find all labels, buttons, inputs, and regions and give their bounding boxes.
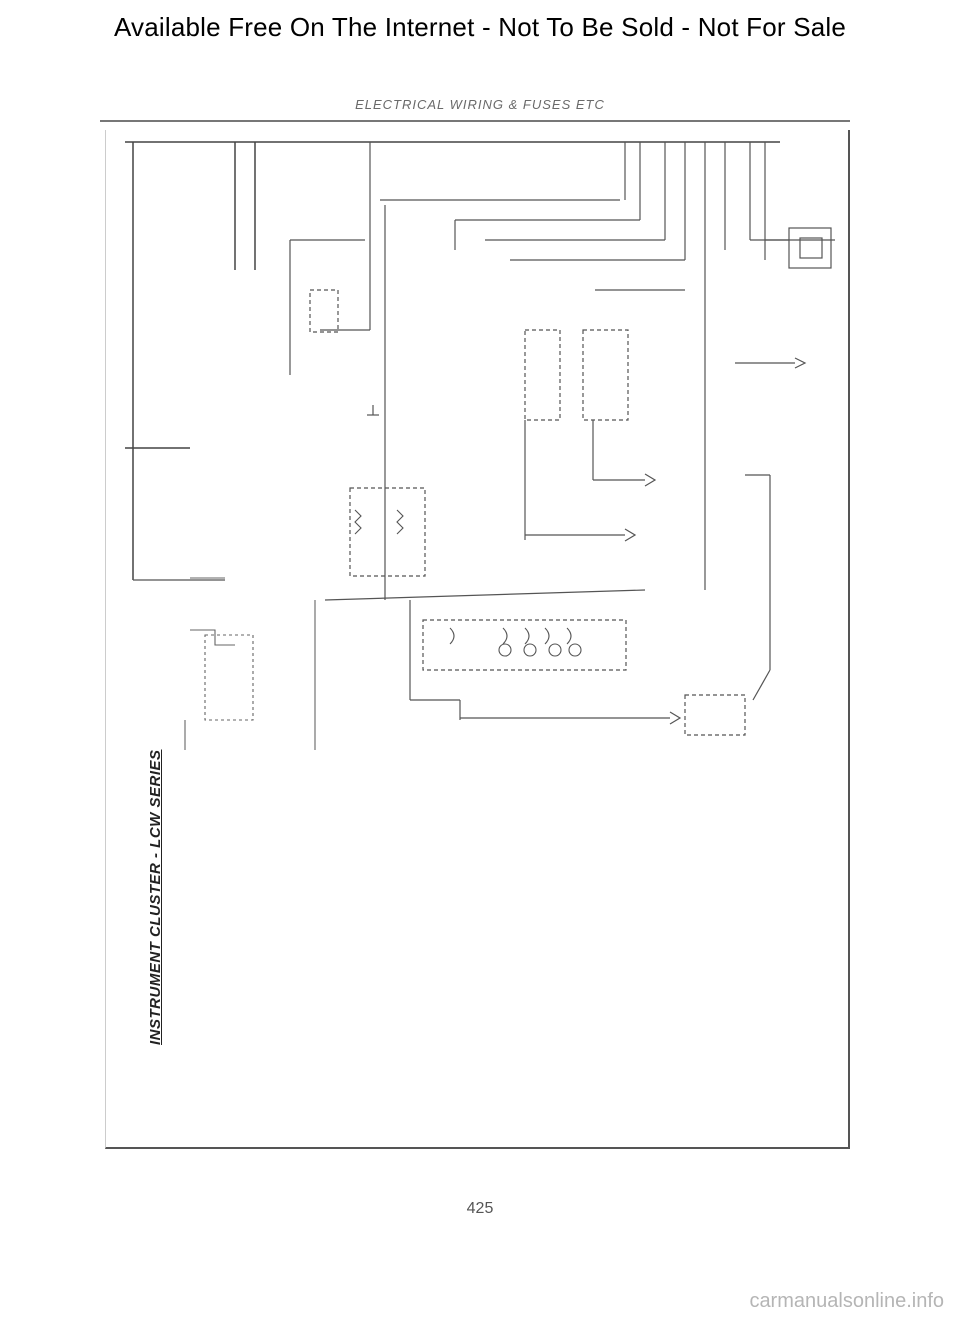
- lower-wiring: [133, 405, 771, 725]
- page-number: 425: [466, 1200, 494, 1217]
- section-title: ELECTRICAL WIRING & FUSES ETC: [355, 97, 605, 112]
- header-banner: Available Free On The Internet - Not To …: [113, 12, 847, 42]
- internal-elements: [354, 509, 582, 657]
- right-relay: [724, 142, 835, 369]
- wiring-diagram: [125, 141, 835, 750]
- diagram-frame: [105, 130, 850, 1149]
- title-rule: [100, 120, 850, 122]
- footer-watermark: carmanualsonline.info: [749, 1290, 944, 1312]
- diagram-title: INSTRUMENT CLUSTER - LCW SERIES: [147, 749, 164, 1046]
- dashed-components: [309, 289, 746, 736]
- left-main-bus: [125, 142, 256, 580]
- centre-wires: [289, 142, 706, 600]
- left-sensor-block: [184, 577, 316, 750]
